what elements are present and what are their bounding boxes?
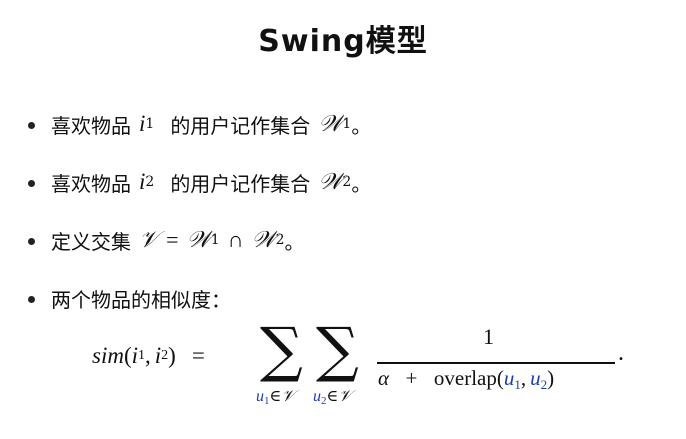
- overlap-function: overlap(: [433, 366, 504, 390]
- set-subscript: 2: [275, 232, 285, 248]
- set-subscript: 2: [342, 174, 352, 190]
- bullet-text: 的用户记作集合: [170, 171, 311, 196]
- comma: ,: [145, 343, 151, 368]
- paren-open: (: [123, 343, 132, 368]
- equals-sign: =: [166, 227, 179, 252]
- u2-symbol: u: [313, 388, 321, 405]
- bullet-end: 。: [284, 229, 305, 254]
- fraction-bar: [377, 362, 615, 364]
- arg-i: i: [154, 343, 162, 368]
- summation-2-subscript: u2∈𝒱: [313, 386, 352, 407]
- comma: ,: [520, 366, 527, 390]
- bullet-text: 喜欢物品: [51, 171, 131, 196]
- u1-subscript: 1: [264, 395, 270, 407]
- arg-subscript: 2: [161, 348, 169, 363]
- set-subscript: 1: [210, 232, 220, 248]
- intersection-operator: ∩: [227, 227, 244, 252]
- paren-close: ): [547, 366, 555, 390]
- bullet-text: 定义交集: [51, 229, 131, 254]
- bullet-dot-icon: [28, 237, 35, 245]
- item-symbol: i: [139, 111, 146, 136]
- set-symbol: 𝒲: [318, 169, 343, 194]
- slide-title: Swing模型: [258, 24, 428, 59]
- summation-2-icon: ∑: [316, 315, 359, 385]
- u1-subscript: 1: [514, 377, 521, 392]
- bullet-dot-icon: [28, 179, 35, 187]
- bullet-dot-icon: [28, 121, 35, 129]
- arg-i: i: [131, 343, 139, 368]
- arg-subscript: 1: [138, 348, 146, 363]
- summation-1-subscript: u1∈𝒱: [256, 386, 295, 407]
- u2-subscript: 2: [321, 395, 327, 407]
- bullet-text: 的用户记作集合: [170, 113, 311, 138]
- bullet-end: 。: [351, 113, 372, 138]
- set-subscript: 1: [342, 116, 352, 132]
- in-set: ∈𝒱: [326, 388, 352, 405]
- bullet-text: 喜欢物品: [51, 113, 131, 138]
- formula-period: .: [618, 340, 624, 366]
- u1-symbol: u: [503, 366, 515, 390]
- set-symbol: 𝒲: [186, 227, 211, 252]
- u1-symbol: u: [256, 388, 264, 405]
- item-subscript: 2: [145, 174, 155, 190]
- fraction-denominator: α + overlap(u1,u2): [378, 366, 554, 393]
- sim-function: sim: [92, 343, 124, 368]
- bullet-dot-icon: [28, 295, 35, 303]
- intersection-set-symbol: 𝒱: [139, 227, 159, 252]
- summation-1-icon: ∑: [260, 315, 303, 385]
- bullet-end: 。: [351, 171, 372, 196]
- equals-sign: =: [191, 343, 205, 368]
- alpha-symbol: α: [378, 366, 390, 390]
- u2-subscript: 2: [540, 377, 548, 392]
- set-symbol: 𝒲: [251, 227, 276, 252]
- bullet-text: 两个物品的相似度：: [51, 287, 231, 312]
- paren-close: ): [168, 343, 176, 368]
- set-symbol: 𝒲: [318, 111, 343, 136]
- in-set: ∈𝒱: [269, 388, 295, 405]
- item-subscript: 1: [145, 116, 155, 132]
- bullet-item-4: 两个物品的相似度：: [28, 282, 231, 314]
- u2-symbol: u: [530, 366, 541, 390]
- plus-sign: +: [405, 366, 418, 390]
- item-symbol: i: [139, 169, 146, 194]
- fraction-numerator: 1: [483, 324, 494, 349]
